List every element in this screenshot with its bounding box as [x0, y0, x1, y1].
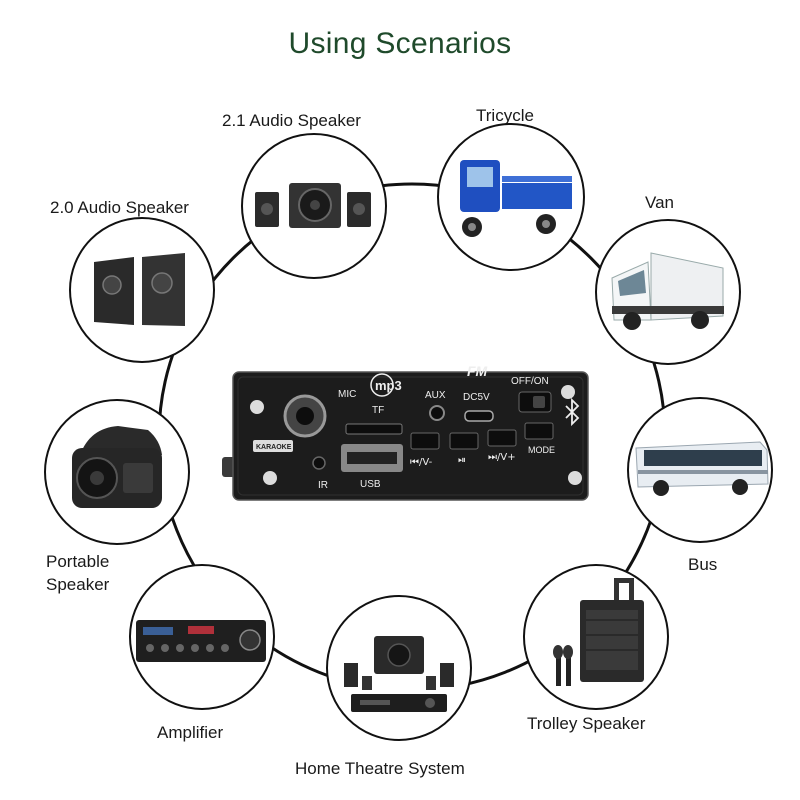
- label-portable-speaker-line1: Portable: [46, 552, 110, 571]
- mp3-logo-ring: [370, 373, 394, 397]
- next-button: [487, 429, 517, 447]
- module-label-tf: TF: [372, 405, 384, 416]
- tf-slot: [345, 423, 403, 435]
- mount-hole-bottom-right: [568, 471, 582, 485]
- home-theatre-icon: [344, 636, 454, 712]
- 2-0-speaker-pair-icon: [94, 253, 185, 326]
- 2-0-speaker-circle: [69, 217, 215, 363]
- amplifier-circle: [129, 564, 275, 710]
- module-label-next-vol: ⏭/V+: [488, 452, 516, 463]
- dc5v-port: [464, 410, 494, 422]
- play-pause-button: [449, 432, 479, 450]
- module-label-aux: AUX: [425, 390, 446, 401]
- mount-hole-bottom-left: [263, 471, 277, 485]
- label-portable-speaker: Portable Speaker: [46, 550, 109, 596]
- tricycle-circle: [437, 123, 585, 271]
- mount-hole-top-right: [561, 385, 575, 399]
- module-label-usb: USB: [360, 479, 381, 490]
- portable-speaker-icon: [72, 426, 162, 508]
- mode-button: [524, 422, 554, 440]
- module-label-ir: IR: [318, 480, 328, 491]
- module-label-prev-vol: ⏮/V-: [410, 457, 433, 468]
- 2-1-speaker-circle: [241, 133, 387, 279]
- truck-van-icon: [611, 252, 724, 330]
- ir-sensor: [312, 456, 326, 470]
- bus-icon: [635, 441, 769, 496]
- module-label-play-pause: ⏯: [458, 455, 466, 466]
- karaoke-badge: [253, 440, 293, 452]
- trolley-speaker-icon: [553, 578, 644, 686]
- label-amplifier: Amplifier: [157, 723, 224, 742]
- 2-1-speaker-set-icon: [255, 183, 371, 228]
- label-home-theatre-system: Home Theatre System: [295, 759, 465, 778]
- module-logo-mp3: mp3: [375, 378, 402, 393]
- label-van: Van: [645, 193, 674, 212]
- label-bus: Bus: [688, 555, 718, 574]
- module-label-mode: MODE: [528, 445, 555, 455]
- module-label-mic: MIC: [338, 389, 356, 400]
- page-title: Using Scenarios: [288, 27, 512, 60]
- van-circle: [595, 219, 741, 365]
- bluetooth-icon: [565, 397, 580, 427]
- prev-button: [410, 432, 440, 450]
- label-2-1-audio-speaker: 2.1 Audio Speaker: [222, 111, 361, 130]
- bus-circle: [627, 397, 773, 543]
- label-2-0-audio-speaker: 2.0 Audio Speaker: [50, 198, 189, 217]
- mount-hole-top-left: [250, 400, 264, 414]
- label-trolley-speaker: Trolley Speaker: [527, 714, 646, 733]
- module-label-dc5v: DC5V: [463, 392, 490, 403]
- module-logo-fm: FM: [467, 363, 488, 379]
- label-tricycle: Tricycle: [476, 106, 534, 125]
- mp3-module-panel: MIC mp3 TF AUX FM DC5V OFF/ON KARAOKE IR…: [222, 363, 589, 501]
- portable-speaker-circle: [44, 399, 190, 545]
- amplifier-icon: [136, 620, 266, 662]
- home-theatre-circle: [326, 595, 472, 741]
- tricycle-icon: [460, 160, 572, 237]
- trolley-speaker-circle: [523, 564, 669, 710]
- aux-jack: [429, 405, 445, 421]
- module-label-karaoke: KARAOKE: [256, 444, 292, 451]
- label-portable-speaker-line2: Speaker: [46, 575, 110, 594]
- module-label-off-on: OFF/ON: [511, 376, 549, 387]
